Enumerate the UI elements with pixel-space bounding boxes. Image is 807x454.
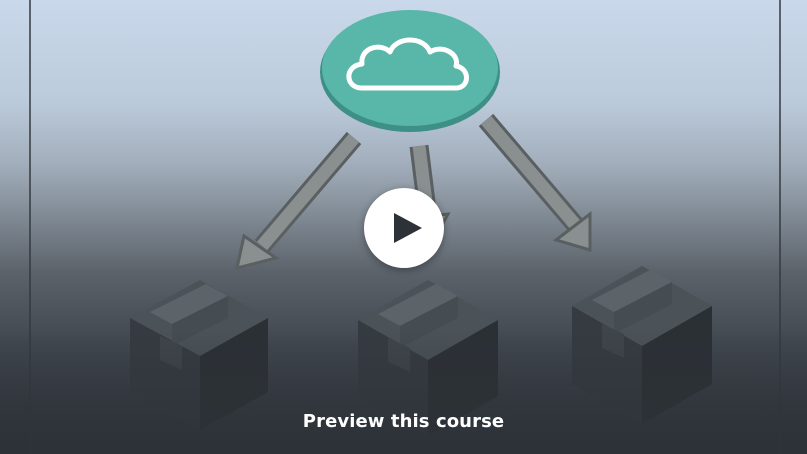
frame-line-right [779, 0, 781, 454]
play-button[interactable] [364, 188, 444, 268]
arrow-left [235, 131, 362, 271]
preview-course-label[interactable]: Preview this course [302, 411, 505, 432]
cloud-icon [320, 10, 500, 132]
play-icon [394, 213, 422, 243]
frame-line-left [29, 0, 31, 454]
arrow-right [478, 113, 592, 253]
